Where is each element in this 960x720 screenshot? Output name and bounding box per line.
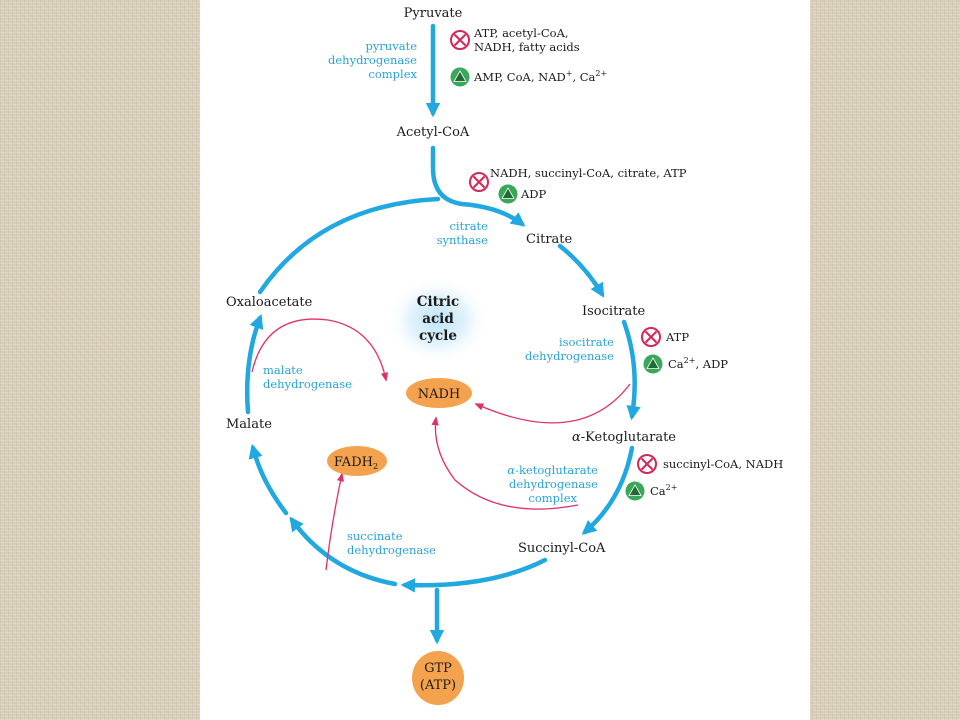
- center-label-line-1: Citric: [417, 294, 460, 310]
- enzyme-mdh-line-2: dehydrogenase: [263, 377, 352, 391]
- product-arrows: [251, 318, 631, 571]
- arrow-isocitrate-to-akg: [621, 319, 641, 421]
- product-nadh: NADH: [406, 378, 472, 408]
- label-isocitrate: Isocitrate: [582, 304, 645, 319]
- inhibitor-icon: [450, 30, 470, 50]
- product-fadh2-label: FADH2: [334, 455, 378, 471]
- inhibitor-icon: [637, 454, 657, 474]
- activator-icon: [625, 481, 645, 501]
- label-succinyl-coa: Succinyl-CoA: [518, 541, 606, 556]
- center-label: Citric acid cycle: [417, 294, 460, 344]
- enzyme-pdh: pyruvate dehydrogenase complex: [328, 39, 418, 81]
- product-fadh2: FADH2: [327, 446, 387, 476]
- enzyme-mdh-line-1: malate: [263, 363, 303, 377]
- enzyme-mdh: malate dehydrogenase: [263, 363, 352, 391]
- enzyme-citrate-synthase: citrate synthase: [437, 219, 489, 247]
- inhibitor-icon: [641, 327, 661, 347]
- arrow-sdh-to-fadh2: [325, 472, 345, 571]
- arrow-mdh-to-nadh: [251, 318, 389, 382]
- pdh-inhibitors-line-1: ATP, acetyl-CoA,: [473, 26, 569, 40]
- akgdh-activators: Ca2+: [650, 483, 677, 498]
- enzyme-akgdh: α-ketoglutarate dehydrogenase complex: [507, 463, 598, 505]
- arrow-malate-to-oxaloacetate: [244, 313, 264, 415]
- product-gtp: GTP (ATP): [412, 651, 464, 705]
- cs-inhibitors: NADH, succinyl-CoA, citrate, ATP: [490, 166, 687, 180]
- activator-icon: [450, 67, 470, 87]
- idh-inhibitors: ATP: [665, 330, 689, 344]
- enzyme-idh-line-2: dehydrogenase: [525, 349, 614, 363]
- cycle-arrows: [244, 23, 641, 645]
- arrow-fumarate-to-malate: [248, 443, 289, 516]
- enzyme-idh: isocitrate dehydrogenase: [525, 335, 614, 363]
- enzyme-cs-line-2: synthase: [437, 233, 489, 247]
- cs-activators: ADP: [520, 187, 547, 201]
- diagram-panel: Pyruvate Acetyl-CoA Citrate Isocitrate α…: [200, 0, 810, 720]
- center-label-line-3: cycle: [419, 328, 457, 344]
- product-gtp-line-2: (ATP): [420, 678, 456, 693]
- product-nadh-label: NADH: [418, 387, 461, 402]
- arrow-acetylcoa-to-citrate: [430, 145, 526, 227]
- label-oxaloacetate: Oxaloacetate: [226, 295, 313, 310]
- label-alpha-ketoglutarate: α-Ketoglutarate: [572, 430, 676, 445]
- enzyme-akgdh-line-2: dehydrogenase: [509, 477, 598, 491]
- product-gtp-line-1: GTP: [424, 661, 452, 676]
- center-glow: [386, 276, 490, 364]
- enzyme-sdh-line-2: dehydrogenase: [347, 543, 436, 557]
- label-malate: Malate: [226, 417, 272, 432]
- arrow-citrate-to-isocitrate: [557, 243, 605, 298]
- enzyme-pdh-line-1: pyruvate: [365, 39, 417, 53]
- label-pyruvate: Pyruvate: [404, 6, 463, 21]
- pdh-inhibitors-line-2: NADH, fatty acids: [474, 40, 580, 54]
- pdh-activators: AMP, CoA, NAD+, Ca2+: [473, 69, 607, 84]
- label-citrate: Citrate: [526, 232, 573, 247]
- label-acetyl-coa: Acetyl-CoA: [396, 125, 470, 140]
- enzyme-akgdh-line-3: complex: [528, 491, 577, 505]
- enzyme-idh-line-1: isocitrate: [559, 335, 614, 349]
- arrow-akgdh-to-nadh: [431, 416, 579, 510]
- akgdh-inhibitors: succinyl-CoA, NADH: [663, 457, 783, 471]
- activator-icon: [643, 354, 663, 374]
- enzyme-cs-line-1: citrate: [449, 219, 488, 233]
- inhibitor-icon: [469, 172, 489, 192]
- activator-icon: [498, 184, 518, 204]
- enzyme-pdh-line-2: dehydrogenase: [328, 53, 417, 67]
- enzyme-sdh: succinate dehydrogenase: [347, 529, 436, 557]
- arrow-succinylcoa-to-succinate: [400, 557, 548, 593]
- center-label-line-2: acid: [422, 311, 454, 327]
- enzyme-sdh-line-1: succinate: [347, 529, 403, 543]
- enzyme-pdh-line-3: complex: [368, 67, 417, 81]
- enzyme-akgdh-line-1: α-ketoglutarate: [507, 463, 598, 477]
- idh-activators: Ca2+, ADP: [668, 356, 728, 371]
- arc-oxaloacetate-to-citrate: [257, 196, 441, 295]
- arrow-idh-to-nadh: [474, 383, 631, 424]
- citric-acid-cycle-diagram: Pyruvate Acetyl-CoA Citrate Isocitrate α…: [226, 6, 783, 705]
- arrow-akg-to-succinylcoa: [581, 445, 635, 535]
- arrow-succinate-to-fumarate: [289, 516, 398, 587]
